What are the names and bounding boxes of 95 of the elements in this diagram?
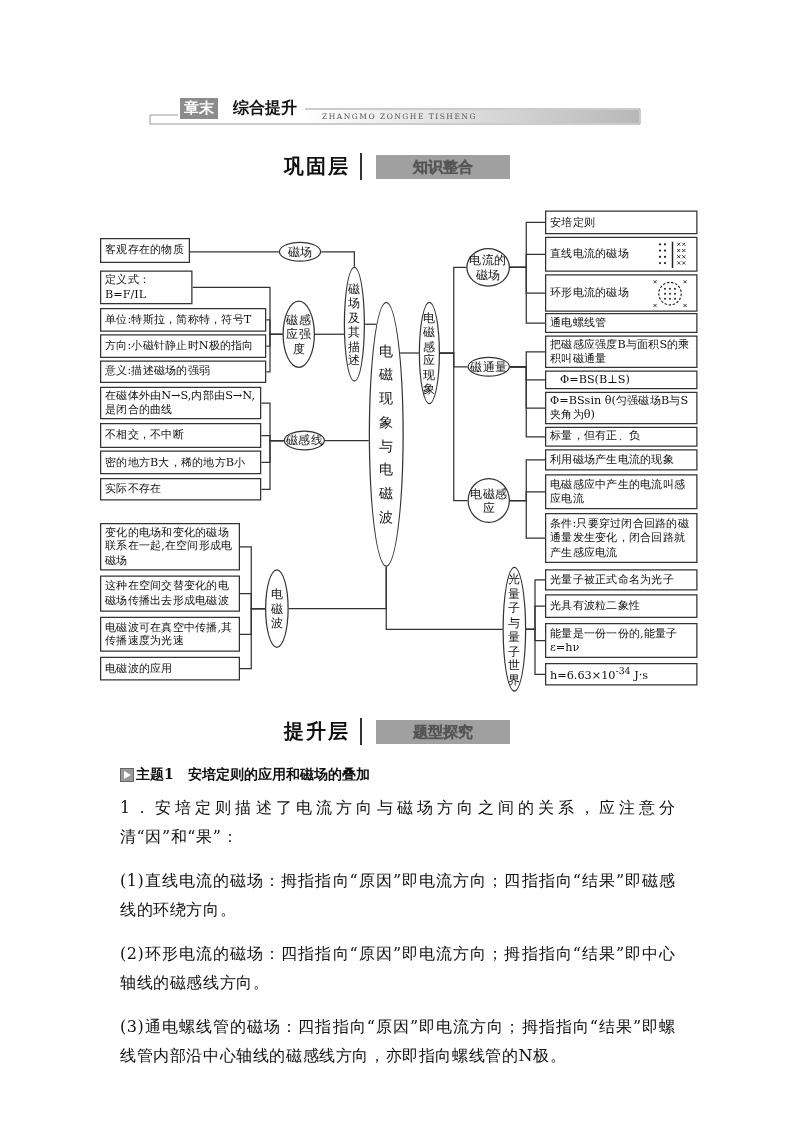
note-box: [545, 594, 698, 618]
note-box: [545, 313, 698, 333]
node-text: 变化的电场和变化的磁场联系在一起,在空间形成电磁场: [105, 525, 234, 569]
node-text: 光量子与量子世界: [507, 571, 522, 687]
note-box: [545, 623, 698, 658]
node-text: 把磁感应强度B与面积S的乘积叫磁通量: [550, 337, 691, 367]
note-box: [545, 513, 698, 563]
note-box: [545, 569, 698, 591]
node-text: 磁场: [286, 244, 314, 259]
layer-tag: 知识整合: [376, 155, 510, 179]
note-box: [545, 426, 698, 447]
connector-line: [324, 439, 370, 442]
section-heading: 综合提升: [233, 98, 297, 119]
note-box: [100, 450, 262, 475]
node-text: 密的地方B大，稀的地方B小: [105, 455, 246, 470]
node-text: 通电螺线管: [550, 315, 607, 331]
connector-line: [189, 251, 280, 253]
note-box: [545, 236, 698, 272]
note-box: [545, 274, 698, 312]
note-box: [100, 423, 262, 448]
node-text: 光量子被正式命名为光子: [550, 572, 674, 588]
topic-heading: 主题1 安培定则的应用和磁场的叠加: [136, 766, 370, 784]
paragraph: 1．安培定则描述了电流方向与磁场方向之间的关系，应注意分清“因”和“果”：: [120, 797, 676, 848]
node-text: 条件:只要穿过闭合回路的磁通量发生变化，闭合回路就产生感应电流: [550, 516, 690, 560]
note-box: [100, 386, 262, 420]
note-box: [100, 238, 190, 263]
connector-line: [314, 333, 345, 335]
node-text: 电磁感应现象: [422, 309, 437, 397]
node-text: Φ=BSsin θ(匀强磁场B与S夹角为θ): [550, 393, 690, 423]
note-box: [100, 308, 267, 332]
node-text: 磁感线: [285, 433, 324, 448]
node-text: 定义式：B=F/IL: [105, 273, 151, 302]
note-box: [100, 270, 193, 305]
note-box: [100, 360, 267, 383]
note-box: [100, 334, 267, 358]
node-text: 实际不存在: [105, 482, 162, 497]
note-box: [100, 523, 240, 571]
node-text: 环形电流的磁场: [550, 285, 629, 301]
connector-line: [364, 323, 378, 325]
note-box: [100, 656, 240, 681]
node-text: 这种在空间交替变化的电磁场传播出去形成电磁波: [105, 579, 230, 608]
note-box: [545, 210, 698, 235]
connector-line: [509, 499, 546, 539]
node-text: 电磁波的应用: [105, 661, 173, 676]
note-box: [545, 391, 698, 425]
connector-line: [320, 251, 355, 268]
topic-ellipse: [278, 241, 322, 262]
layer-heading: 巩固层: [284, 153, 362, 180]
node-text: 利用磁场产生电流的现象: [550, 452, 674, 468]
node-text: 能量是一份一份的,能量子ε=hν: [550, 626, 679, 655]
node-text: 电磁感应中产生的电流叫感应电流: [550, 477, 686, 507]
node-text: 磁感应强度: [285, 312, 313, 356]
connector-line: [525, 628, 546, 675]
paragraph: (3)通电螺线管的磁场：四指指向“原因”即电流方向；拇指指向“结果”即螺线管内部沿中心轴线的磁感线方向，亦即指向螺线管的N极。: [120, 1016, 676, 1067]
connector-line: [439, 352, 469, 502]
node-text: Φ=BS(B⊥S): [559, 372, 630, 388]
layer-heading: 提升层: [284, 718, 362, 745]
connector-line: [265, 333, 284, 373]
note-box: [100, 616, 240, 652]
note-box: [545, 335, 698, 368]
connector-line: [239, 608, 266, 670]
layer-tag: 题型探究: [376, 720, 510, 744]
node-text: 电流的磁场: [468, 253, 508, 282]
node-text: 客观存在的物质: [105, 243, 184, 258]
node-text: 光具有波粒二象性: [550, 598, 640, 614]
node-text: 电磁感应: [469, 486, 509, 515]
connector-line: [509, 366, 546, 438]
note-box: [545, 663, 698, 686]
node-text: 安培定则: [550, 215, 595, 230]
node-text: 不相交，不中断: [105, 428, 184, 443]
section-tag: 章末: [180, 98, 218, 119]
connector-line: [385, 566, 504, 630]
paragraph: (1)直线电流的磁场：拇指指向“原因”即电流方向；四指指向“结果”即磁感线的环绕方向。: [120, 870, 676, 921]
note-box: [545, 370, 698, 390]
node-text: 单位:特斯拉，简称特，符号T: [105, 312, 252, 328]
connector-line: [399, 352, 420, 354]
node-text: h=6.63×10$^{-34}$ J·s: [550, 664, 648, 684]
note-box: [545, 474, 698, 510]
node-text: 方向:小磁针静止时N极的指向: [105, 338, 254, 354]
connector-line: [260, 439, 285, 490]
paragraph: (2)环形电流的磁场：四指指向“原因”即电流方向；拇指指向“结果”即中心轴线的磁感线方向。: [120, 943, 676, 994]
node-text: 标量，但有正、负: [550, 429, 640, 444]
node-text: 电磁波可在真空中传播,其传播速度为光速: [105, 619, 234, 649]
node-text: 电磁现象与电磁波: [378, 342, 394, 528]
note-box: [545, 449, 698, 471]
node-text: 电磁波: [270, 587, 284, 631]
connector-line: [509, 266, 546, 324]
node-text: 直线电流的磁场: [550, 247, 629, 262]
note-box: [100, 478, 262, 501]
node-text: 在磁体外由N→S,内部由S→N,是闭合的曲线: [105, 388, 256, 418]
node-text: 磁通量: [470, 359, 508, 374]
node-text: 磁场及其描述: [347, 281, 362, 368]
node-text: 意义:描述磁场的强弱: [105, 364, 211, 379]
note-box: [100, 575, 240, 612]
topic-ellipse: [467, 478, 510, 523]
